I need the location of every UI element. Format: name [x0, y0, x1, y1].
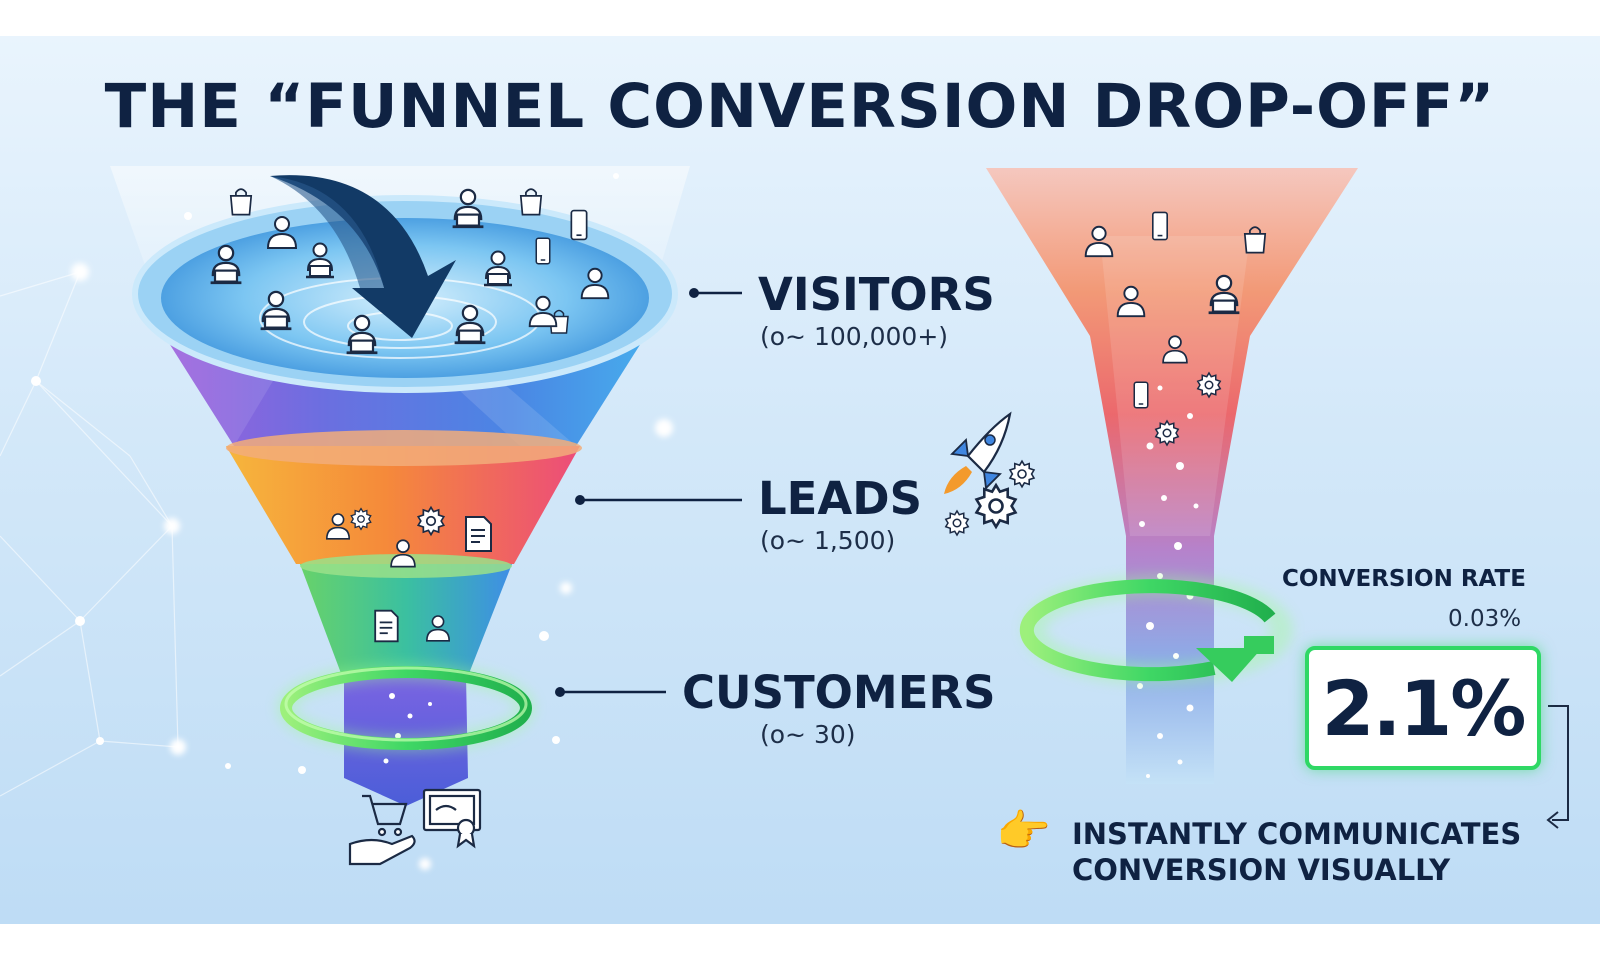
infographic-canvas: THE “FUNNEL CONVERSION DROP-OFF” VISITOR… — [0, 36, 1600, 924]
stage-leads-count: (o~ 1,500) — [760, 526, 896, 555]
rocket-icon — [944, 411, 1012, 494]
stage-visitors-count: (o~ 100,000+) — [760, 322, 949, 351]
illustration — [0, 166, 1569, 870]
conversion-rate-label: CONVERSION RATE — [1282, 566, 1526, 592]
stage-customers-count: (o~ 30) — [760, 720, 856, 749]
conversion-rate-small: 0.03% — [1448, 606, 1522, 632]
left-funnel — [110, 166, 690, 806]
glow-dots — [31, 173, 673, 870]
certificate-icon — [422, 788, 482, 849]
note-bracket — [1546, 705, 1569, 829]
page-title: THE “FUNNEL CONVERSION DROP-OFF” — [104, 71, 1496, 142]
network-lines — [0, 271, 179, 797]
stage-visitors-label: VISITORS — [758, 268, 995, 321]
stage-leads-label: LEADS — [758, 472, 923, 525]
note-line-2: CONVERSION VISUALLY — [1072, 853, 1451, 887]
conversion-rate-value: 2.1% — [1305, 646, 1541, 770]
connector-lines — [560, 291, 742, 694]
pointing-hand-icon: 👉 — [996, 806, 1051, 857]
stage-customers-label: CUSTOMERS — [682, 666, 996, 719]
cart-hand-icon — [348, 794, 416, 866]
right-funnel — [986, 168, 1358, 784]
conversion-note: INSTANTLY COMMUNICATES CONVERSION VISUAL… — [1072, 816, 1552, 888]
note-line-1: INSTANTLY COMMUNICATES — [1072, 817, 1522, 851]
